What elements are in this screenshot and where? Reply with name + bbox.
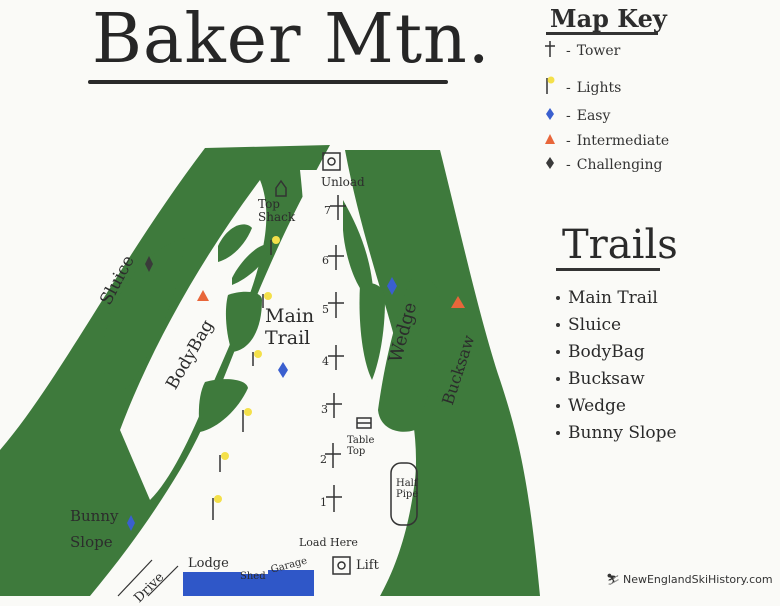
light-icon xyxy=(219,452,229,472)
top-shack-label: Top Shack xyxy=(258,197,296,224)
tree-island-wedge xyxy=(378,278,440,432)
easy-diamond-icon xyxy=(127,515,135,531)
skier-icon: ⛷ xyxy=(606,573,620,586)
challenging-diamond-icon xyxy=(540,156,560,174)
half-pipe-label: Half Pipe xyxy=(396,478,419,500)
easy-diamond-icon xyxy=(387,277,397,295)
garage-building xyxy=(268,570,314,596)
tree-island-4 xyxy=(198,379,248,432)
legend-underline xyxy=(546,32,658,35)
tower-number: 3 xyxy=(321,403,328,416)
lodge-building xyxy=(183,572,241,596)
intermediate-triangle-icon xyxy=(197,290,209,301)
title-underline xyxy=(88,80,448,84)
intermediate-triangle-icon xyxy=(451,296,465,308)
tower-number: 6 xyxy=(322,254,329,267)
table-top-label: Table Top xyxy=(347,435,375,457)
legend-title: Map Key xyxy=(550,4,667,33)
tower-7-icon xyxy=(330,195,346,220)
tower-number: 5 xyxy=(322,303,329,316)
lift-station-icon xyxy=(332,556,351,575)
tower-1-icon xyxy=(326,485,342,512)
main-trail-label: Main Trail xyxy=(265,305,315,349)
drive-line xyxy=(147,565,179,597)
trail-item: Wedge xyxy=(556,392,677,419)
tree-island-3 xyxy=(225,291,262,352)
tower-number: 1 xyxy=(320,496,327,509)
light-icon xyxy=(212,495,222,520)
shed-building xyxy=(238,574,268,596)
tower-number: 4 xyxy=(322,355,329,368)
tower-6-icon xyxy=(328,245,344,270)
half-pipe-icon xyxy=(390,462,418,526)
trail-item: Sluice xyxy=(556,311,677,338)
lights-icon xyxy=(540,76,560,100)
load-here-label: Load Here xyxy=(299,536,358,549)
easy-diamond-icon xyxy=(278,362,288,378)
tree-island-2 xyxy=(232,244,272,285)
lights xyxy=(212,236,280,520)
map-title: Baker Mtn. xyxy=(92,0,491,79)
legend-item-tower: -Tower xyxy=(540,40,620,62)
lift-label: Lift xyxy=(356,558,379,573)
trail-list: Main Trail Sluice BodyBag Bucksaw Wedge … xyxy=(556,284,677,446)
open-slope-left xyxy=(120,180,267,500)
light-icon xyxy=(270,236,280,255)
light-icon xyxy=(262,292,272,308)
legend-item-challenging: -Challenging xyxy=(540,156,662,174)
tower-3-icon xyxy=(326,393,342,418)
legend-item-intermediate: -Intermediate xyxy=(540,133,669,149)
trail-item: Bucksaw xyxy=(556,365,677,392)
trail-item: Bunny Slope xyxy=(556,419,677,446)
trails-title: Trails xyxy=(562,222,678,268)
tower-icon xyxy=(540,40,560,62)
trail-item: BodyBag xyxy=(556,338,677,365)
bunny-slope-label: Bunny Slope xyxy=(70,507,119,551)
easy-diamond-icon xyxy=(540,107,560,125)
credit: ⛷ NewEnglandSkiHistory.com xyxy=(606,573,773,586)
intermediate-triangle-icon xyxy=(540,133,560,149)
tower-2-icon xyxy=(325,443,341,468)
tree-island-5 xyxy=(343,200,374,300)
challenging-diamond-icon xyxy=(145,256,153,272)
unload-label: Unload xyxy=(321,175,365,189)
shed-label: Shed xyxy=(240,571,266,582)
top-shack-icon xyxy=(275,179,287,197)
tower-number: 2 xyxy=(320,453,327,466)
tree-island-1 xyxy=(218,224,252,262)
legend-item-lights: -Lights xyxy=(540,76,621,100)
tree-island-sluice xyxy=(102,238,185,391)
light-icon xyxy=(242,408,252,432)
tower-5-icon xyxy=(328,292,344,318)
tower-number: 7 xyxy=(324,204,331,217)
lift-towers xyxy=(325,195,346,512)
legend-item-easy: -Easy xyxy=(540,107,610,125)
trails-underline xyxy=(556,268,660,271)
lodge-label: Lodge xyxy=(188,556,229,571)
forest-right xyxy=(345,150,540,596)
open-slope-center xyxy=(300,170,353,560)
unload-station-icon xyxy=(322,152,341,171)
tower-4-icon xyxy=(328,345,344,370)
drive-line xyxy=(117,559,153,597)
tree-island-6 xyxy=(359,283,385,380)
trail-item: Main Trail xyxy=(556,284,677,311)
light-icon xyxy=(252,350,262,366)
